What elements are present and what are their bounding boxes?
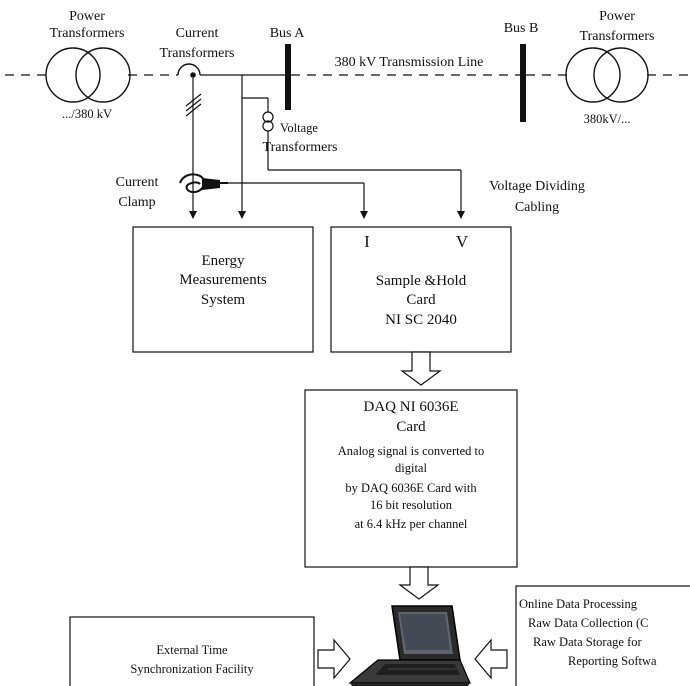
current-clamp-icon (179, 173, 228, 194)
right-transformer-label: Transformers (580, 29, 655, 44)
daq-card-text: digital (395, 461, 427, 475)
bus-b (520, 44, 526, 122)
voltage-transformers-label: Transformers (263, 140, 338, 155)
bus-a (285, 44, 291, 110)
left-transformer-label: Power (69, 9, 105, 24)
sample-hold-text: Sample &Hold (376, 273, 467, 289)
sample-hold-text: Card (406, 292, 436, 308)
energy-measurements-text: Energy (201, 253, 245, 269)
voltage-transformers-label: Voltage (280, 121, 318, 135)
daq-card-box (304, 389, 518, 568)
voltage-dividing-cabling (218, 169, 465, 219)
transformer-symbol-icon (565, 47, 649, 103)
right-transformer-label: Power (599, 9, 635, 24)
current-clamp-label: Current (116, 175, 159, 190)
voltage-dividing-cabling-label: Cabling (515, 200, 559, 215)
block-arrow-right (317, 638, 351, 680)
block-arrow-left (474, 638, 508, 680)
left-transformer-label: Transformers (50, 26, 125, 41)
daq-card-text: 16 bit resolution (370, 498, 453, 512)
daq-card-text: at 6.4 kHz per channel (355, 517, 468, 531)
block-arrow-down (400, 351, 442, 386)
bus-a-label: Bus A (270, 26, 306, 41)
voltage-dividing-cabling-label: Voltage Dividing (489, 179, 585, 194)
daq-card-title: DAQ NI 6036E (364, 399, 459, 415)
daq-card-text: by DAQ 6036E Card with (345, 481, 477, 495)
external-time-synchronization-box (69, 616, 315, 686)
transformer-symbol-icon (45, 47, 131, 103)
current-transformers-label: Transformers (160, 46, 235, 61)
ct-secondary-wiring (185, 78, 202, 219)
transmission-line-label: 380 kV Transmission Line (335, 55, 484, 70)
online-processing-text: Reporting Softwa (568, 654, 657, 668)
voltage-input-label: V (456, 232, 469, 251)
online-processing-text: Online Data Processing (519, 597, 638, 611)
daq-card-title: Card (396, 419, 426, 435)
energy-measurements-text: Measurements (179, 272, 267, 288)
online-processing-box (515, 585, 690, 686)
energy-measurements-box (132, 226, 314, 353)
right-transformer-ratio: 380kV/... (584, 112, 631, 126)
voltage-transformer-symbol (262, 111, 274, 170)
left-transformer-ratio: .../380 kV (62, 107, 112, 121)
current-transformer-symbol (177, 63, 201, 78)
current-transformers-label: Current (176, 26, 219, 41)
sample-hold-box (330, 226, 512, 353)
current-clamp-label: Clamp (118, 195, 155, 210)
daq-card-text: Analog signal is converted to (338, 444, 485, 458)
energy-measurements-text: System (201, 292, 246, 308)
sample-hold-text: NI SC 2040 (385, 312, 457, 328)
external-time-text: External Time (156, 643, 228, 657)
current-input-label: I (364, 232, 370, 251)
block-arrow-down (398, 566, 440, 600)
online-processing-text: Raw Data Collection (C (528, 616, 648, 630)
laptop-icon (348, 605, 471, 686)
vt-wiring (238, 75, 269, 219)
bus-b-label: Bus B (504, 21, 539, 36)
online-processing-text: Raw Data Storage for (533, 635, 642, 649)
external-time-text: Synchronization Facility (130, 662, 254, 676)
